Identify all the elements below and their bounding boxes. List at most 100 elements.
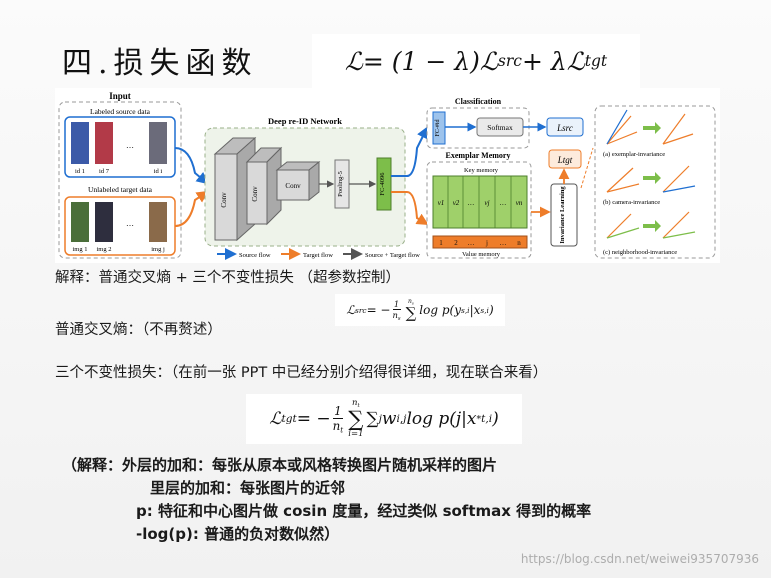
pooling-label: Pooling-5 bbox=[337, 171, 344, 197]
source-person-thumbnail bbox=[95, 122, 113, 164]
classification-title: Classification bbox=[455, 97, 502, 106]
formula-symbol: ℒ bbox=[346, 303, 356, 317]
id-label: id i bbox=[154, 168, 163, 175]
formula-term: = − bbox=[366, 303, 391, 317]
exemplar-invariance-label: (a) exemplar-invariance bbox=[603, 151, 665, 158]
key-cell: v2 bbox=[453, 199, 460, 207]
formula-term: ∑ bbox=[366, 409, 379, 429]
formula-term: ) bbox=[488, 303, 494, 317]
fc-label: FC-4096 bbox=[379, 172, 386, 196]
value-memory bbox=[432, 235, 528, 249]
explanation-line-6: p: 特征和中心图片做 cosin 度量，经过类似 softmax 得到的概率 bbox=[136, 502, 592, 520]
watermark: https://blog.csdn.net/weiwei935707936 bbox=[520, 552, 759, 566]
key-memory bbox=[432, 175, 528, 229]
legend-both: Source + Target flow bbox=[365, 252, 420, 259]
formula-subscript: tgt bbox=[584, 52, 608, 70]
formula-term: |x bbox=[469, 303, 481, 317]
source-flow-arrow bbox=[391, 126, 428, 177]
formula-subscript: tgt bbox=[281, 413, 297, 425]
formula-symbol: ℒ bbox=[344, 46, 363, 76]
neighborhood-invariance-label: (c) neighborhood-invariance bbox=[603, 249, 677, 256]
key-memory-label: Key memory bbox=[464, 167, 499, 174]
target-person-thumbnail bbox=[149, 202, 167, 242]
formula-subscript: j bbox=[378, 413, 382, 425]
img-label: img 1 bbox=[73, 246, 88, 253]
l-tgt-box bbox=[548, 149, 582, 169]
formula-sum: nt∑i=1 bbox=[348, 399, 363, 439]
value-cell: 2 bbox=[454, 239, 458, 247]
softmax-label: Softmax bbox=[487, 123, 513, 132]
formula-term: log p(j|x bbox=[406, 409, 477, 429]
frac-den-sub: s bbox=[397, 315, 401, 322]
sum-sign: ∑ bbox=[405, 304, 417, 322]
network-title: Deep re-ID Network bbox=[268, 116, 342, 126]
frac-num: 1 bbox=[334, 403, 342, 418]
formula-term: = (1 − λ) bbox=[362, 46, 480, 76]
key-cell: vj bbox=[484, 199, 489, 207]
formula-term: ) bbox=[492, 409, 499, 429]
explanation-line-2: 普通交叉熵：（不再赘述） bbox=[55, 322, 222, 338]
conv-label: Conv bbox=[251, 186, 259, 202]
unlabeled-target-label: Unlabeled target data bbox=[88, 185, 153, 194]
formula-subscript: src bbox=[497, 52, 522, 70]
explanation-line-1: 解释：普通交叉熵 + 三个不变性损失 （超参数控制） bbox=[55, 270, 400, 286]
target-person-thumbnail bbox=[95, 202, 113, 242]
value-memory-label: Value memory bbox=[462, 251, 501, 258]
formula-symbol: ℒ bbox=[566, 46, 585, 76]
fc-block bbox=[376, 157, 392, 211]
source-person-thumbnail bbox=[149, 122, 167, 164]
explanation-line-4: （解释：外层的加和：每张从原本或风格转换图片随机采样的图片 bbox=[62, 456, 498, 474]
source-person-thumbnail bbox=[71, 122, 89, 164]
target-flow-arrow bbox=[174, 190, 209, 227]
frac-den: n bbox=[392, 309, 398, 320]
sum-limit: n bbox=[408, 297, 412, 305]
exemplar-title: Exemplar Memory bbox=[446, 151, 511, 160]
l-src-label: Lsrc bbox=[556, 123, 573, 133]
formula-superscript: * bbox=[476, 413, 482, 425]
conv-block bbox=[276, 169, 310, 201]
explanation-line-5: 里层的加和：每张图片的近邻 bbox=[150, 479, 346, 497]
formula-symbol: ℒ bbox=[479, 46, 498, 76]
formula-subscript: i,j bbox=[396, 413, 407, 425]
fc-id-block bbox=[432, 111, 446, 145]
value-cell: j bbox=[485, 239, 488, 247]
l-tgt-label: Ltgt bbox=[557, 155, 573, 165]
formula-subscript: t,i bbox=[481, 413, 493, 425]
value-cell: … bbox=[468, 239, 475, 247]
conv-label: Conv bbox=[220, 192, 228, 208]
key-cell: … bbox=[468, 199, 474, 207]
conv-label: Conv bbox=[285, 182, 301, 190]
input-title: Input bbox=[109, 91, 131, 101]
frac-den: n bbox=[332, 418, 341, 433]
sum-limit-sub: s bbox=[411, 301, 414, 306]
key-cell: … bbox=[500, 199, 506, 207]
ellipsis: … bbox=[126, 219, 134, 228]
camera-invariance-label: (b) camera-invariance bbox=[603, 199, 660, 206]
key-cell: vn bbox=[516, 199, 523, 207]
formula-symbol: ℒ bbox=[269, 409, 282, 429]
sum-limit: n bbox=[352, 398, 358, 409]
target-flow-arrow bbox=[391, 191, 429, 226]
arrow-icon bbox=[643, 172, 661, 184]
explanation-line-7: -log(p): 普通的负对数似然） bbox=[136, 525, 340, 543]
formula-sum: ns∑ bbox=[405, 297, 417, 322]
value-cell: … bbox=[500, 239, 507, 247]
invariance-label: Invariance Learning bbox=[559, 186, 566, 244]
id-label: id 7 bbox=[99, 168, 110, 175]
slide-title: 四.损失函数 bbox=[62, 46, 258, 81]
img-label: img 2 bbox=[97, 246, 112, 253]
value-cell: n bbox=[517, 239, 521, 247]
fc-id-label: FC-#id bbox=[435, 119, 441, 136]
ellipsis: … bbox=[126, 141, 134, 150]
legend-source: Source flow bbox=[239, 252, 271, 259]
l-src-box bbox=[546, 117, 584, 137]
formula-term: + λ bbox=[521, 46, 567, 76]
value-cell: 1 bbox=[439, 239, 443, 247]
legend-target: Target flow bbox=[303, 252, 333, 259]
sum-lower-limit: i=1 bbox=[348, 429, 364, 440]
explanation-line-3: 三个不变性损失：（在前一张 PPT 中已经分别介绍得很详细，现在联合来看） bbox=[55, 365, 548, 381]
